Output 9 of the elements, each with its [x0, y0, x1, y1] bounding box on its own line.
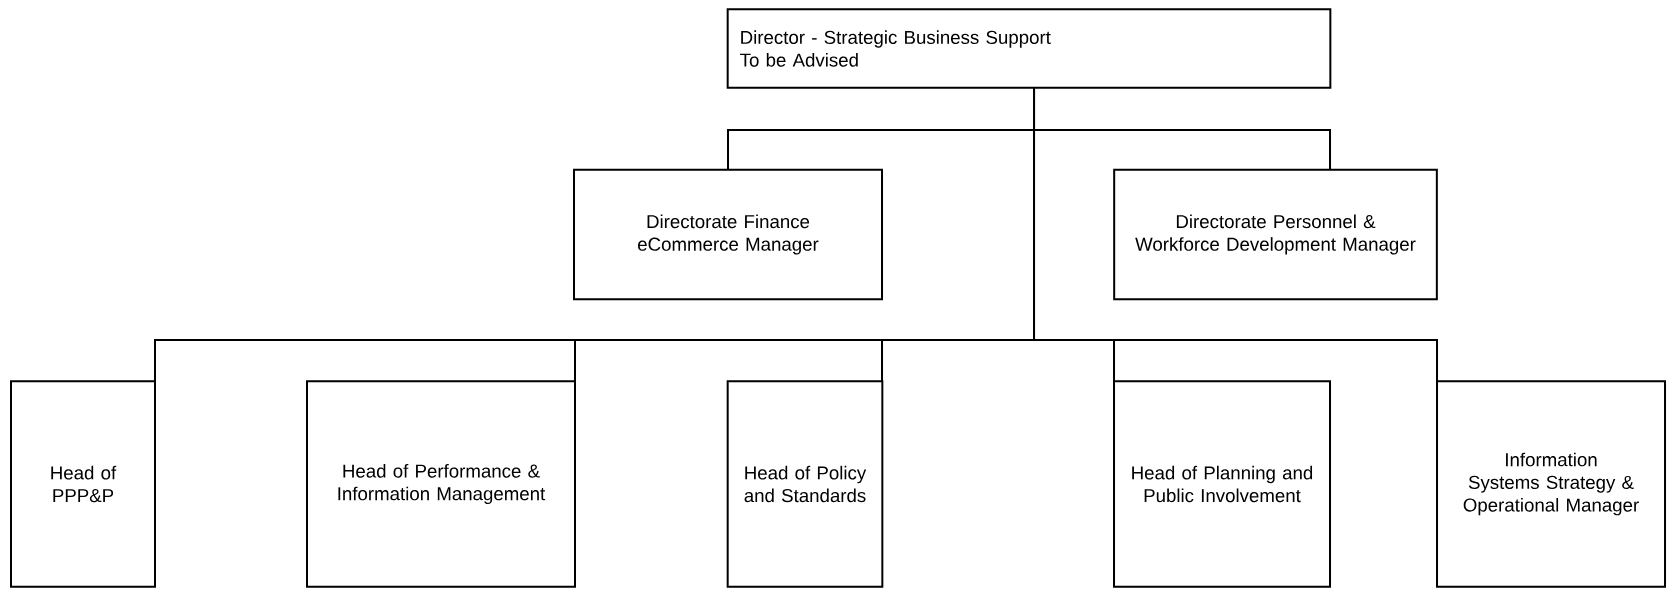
- org-box: Director - Strategic Business Support To be Advised: [726, 8, 1332, 89]
- org-box: Head of Policy and Standards: [726, 380, 884, 588]
- connector-line: [1033, 87, 1438, 382]
- org-box: Head of Performance & Information Management: [306, 380, 576, 588]
- org-box: Information Systems Strategy & Operational Manager: [1436, 380, 1666, 588]
- org-box: Head of Planning and Public Involvement: [1113, 380, 1331, 588]
- org-box: Directorate Personnel & Workforce Development Manager: [1113, 168, 1438, 301]
- org-box: Directorate Finance eCommerce Manager: [573, 168, 883, 301]
- org-box: Head of PPP&P: [10, 380, 156, 588]
